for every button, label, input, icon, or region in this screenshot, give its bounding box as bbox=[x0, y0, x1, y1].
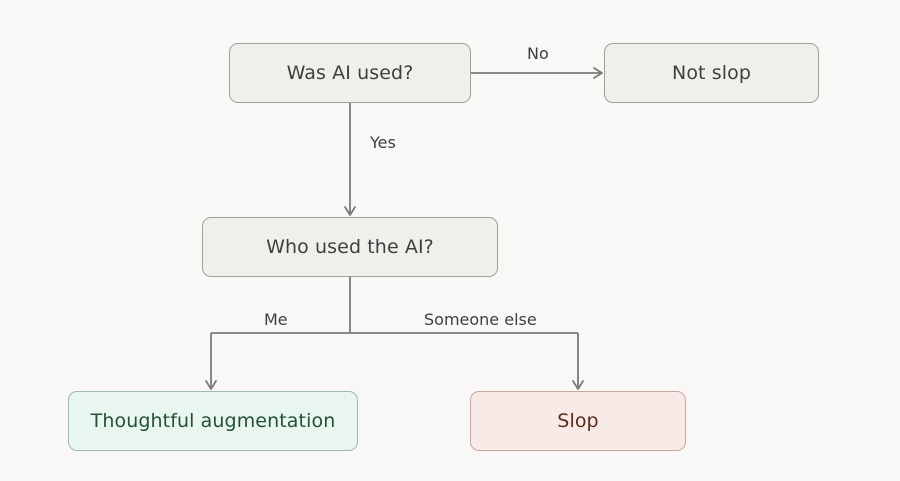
node-slop: Slop bbox=[470, 391, 686, 451]
node-thoughtful-augmentation-label: Thoughtful augmentation bbox=[90, 410, 336, 432]
node-was-ai-used-label: Was AI used? bbox=[286, 62, 414, 84]
node-who-used-the-ai: Who used the AI? bbox=[202, 217, 498, 277]
node-thoughtful-augmentation: Thoughtful augmentation bbox=[68, 391, 358, 451]
edge-label-someone-else: Someone else bbox=[424, 310, 537, 329]
edge-label-no: No bbox=[527, 44, 549, 63]
edge-label-yes: Yes bbox=[370, 133, 396, 152]
edge-label-me: Me bbox=[264, 310, 288, 329]
node-who-used-the-ai-label: Who used the AI? bbox=[266, 236, 434, 258]
node-slop-label: Slop bbox=[557, 410, 599, 432]
node-not-slop: Not slop bbox=[604, 43, 819, 103]
node-not-slop-label: Not slop bbox=[672, 62, 751, 84]
node-was-ai-used: Was AI used? bbox=[229, 43, 471, 103]
